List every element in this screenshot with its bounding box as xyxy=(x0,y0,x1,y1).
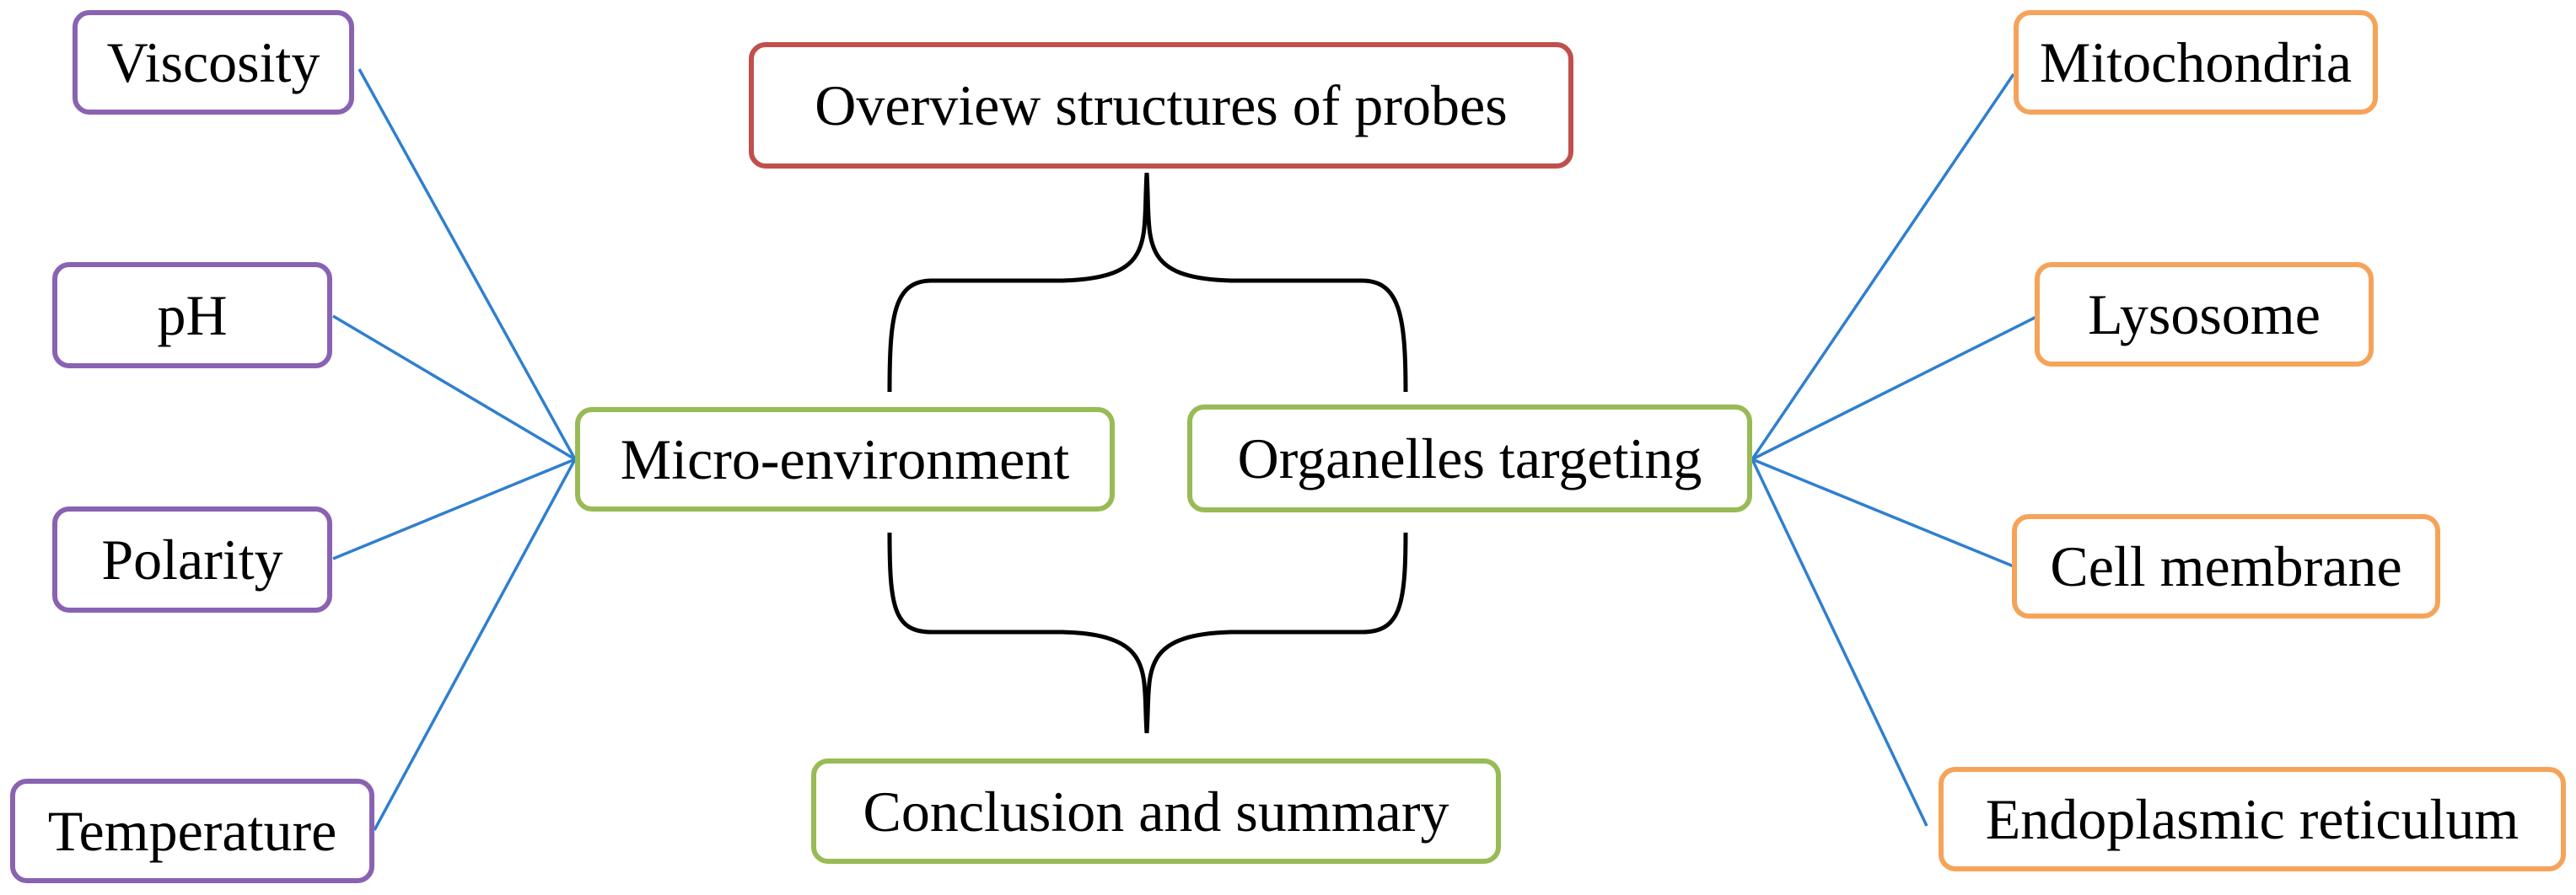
conclusion-label: Conclusion and summary xyxy=(863,779,1449,844)
root-node: Overview structures of probes xyxy=(749,42,1573,169)
conclusion-node: Conclusion and summary xyxy=(811,758,1501,864)
cell-membrane-node: Cell membrane xyxy=(2012,514,2440,619)
connector-mitochondria xyxy=(1750,73,2015,460)
micro-environment-node: Micro-environment xyxy=(575,407,1115,512)
polarity-node: Polarity xyxy=(52,506,332,613)
bottom-brace xyxy=(887,532,1408,734)
endoplasmic-reticulum-label: Endoplasmic reticulum xyxy=(1985,787,2520,851)
mitochondria-label: Mitochondria xyxy=(2039,30,2353,94)
micro-environment-label: Micro-environment xyxy=(620,427,1070,491)
ph-node: pH xyxy=(52,262,332,368)
connector-viscosity xyxy=(358,68,577,460)
connector-lysosome xyxy=(1751,314,2039,461)
connector-polarity xyxy=(332,458,576,560)
connector-temperature xyxy=(373,458,577,831)
ph-label: pH xyxy=(157,283,228,347)
lysosome-label: Lysosome xyxy=(2088,282,2321,346)
connector-cell-membrane xyxy=(1751,458,2014,568)
lysosome-node: Lysosome xyxy=(2035,262,2374,367)
temperature-label: Temperature xyxy=(47,799,337,863)
connector-endoplasmic-reticulum xyxy=(1750,458,1928,827)
endoplasmic-reticulum-node: Endoplasmic reticulum xyxy=(1939,767,2566,871)
viscosity-node: Viscosity xyxy=(73,10,354,115)
organelles-targeting-label: Organelles targeting xyxy=(1237,426,1702,490)
top-brace xyxy=(887,172,1408,393)
cell-membrane-label: Cell membrane xyxy=(2050,534,2402,598)
polarity-label: Polarity xyxy=(101,528,283,592)
root-label: Overview structures of probes xyxy=(815,73,1508,137)
mitochondria-node: Mitochondria xyxy=(2014,10,2378,115)
micro-environment-connectors xyxy=(332,68,577,831)
organelles-targeting-node: Organelles targeting xyxy=(1187,405,1752,512)
organelle-connectors xyxy=(1750,73,2039,827)
connector-ph xyxy=(332,314,576,461)
viscosity-label: Viscosity xyxy=(106,30,320,94)
temperature-node: Temperature xyxy=(10,779,374,883)
